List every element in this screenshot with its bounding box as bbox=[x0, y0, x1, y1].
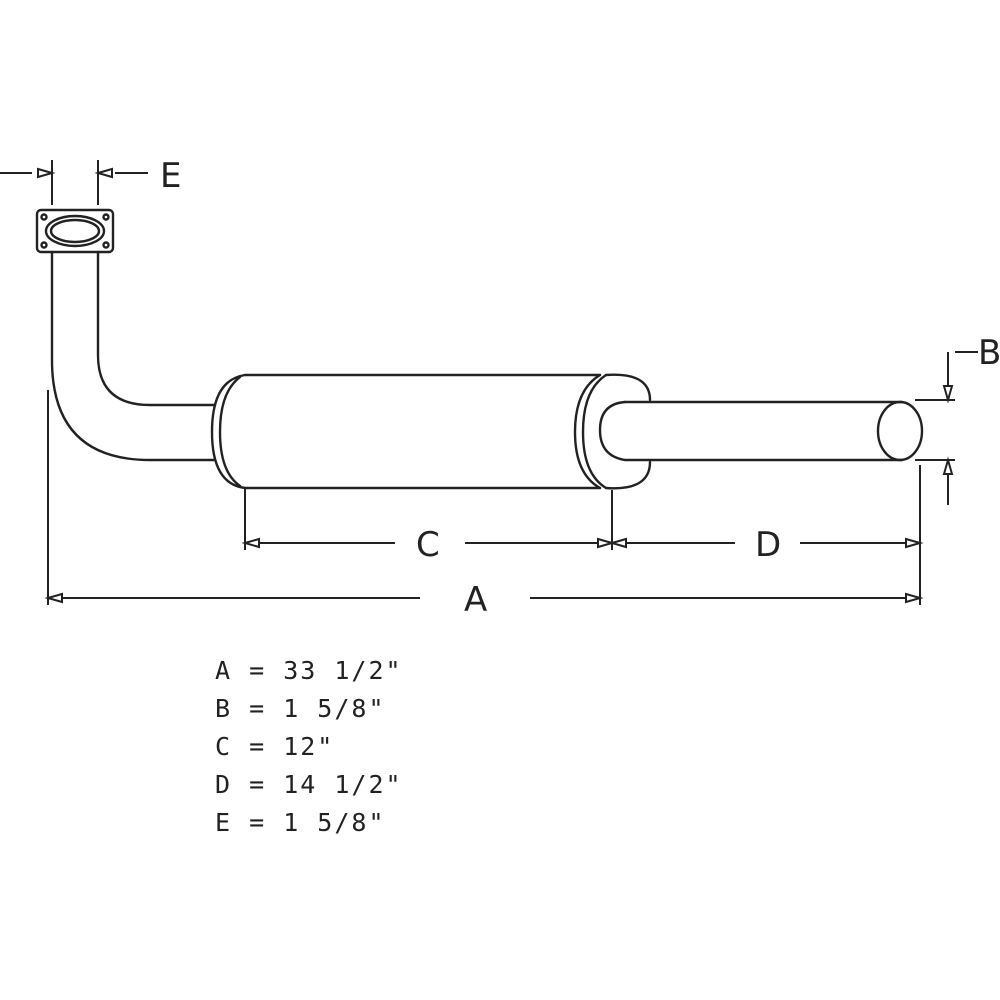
dimension-label-a: A bbox=[464, 580, 487, 620]
outlet-end-cap bbox=[598, 373, 652, 490]
inlet-elbow-pipe bbox=[50, 250, 217, 462]
legend-row-a: A = 33 1/2" bbox=[215, 656, 403, 685]
outlet-pipe bbox=[623, 400, 924, 462]
dimension-label-c: C bbox=[416, 525, 440, 565]
dimension-label-e: E bbox=[160, 156, 181, 196]
dimension-label-d: D bbox=[755, 525, 781, 565]
legend-row-e: E = 1 5/8" bbox=[215, 808, 386, 837]
dimension-legend: A = 33 1/2" B = 1 5/8" C = 12" D = 14 1/… bbox=[215, 652, 403, 842]
muffler-body bbox=[210, 373, 608, 490]
legend-row-d: D = 14 1/2" bbox=[215, 770, 403, 799]
exhaust-flange bbox=[35, 208, 115, 254]
dimension-label-b: B bbox=[978, 333, 1000, 373]
legend-row-b: B = 1 5/8" bbox=[215, 694, 386, 723]
legend-row-c: C = 12" bbox=[215, 732, 335, 761]
dimension-lines bbox=[0, 160, 978, 605]
